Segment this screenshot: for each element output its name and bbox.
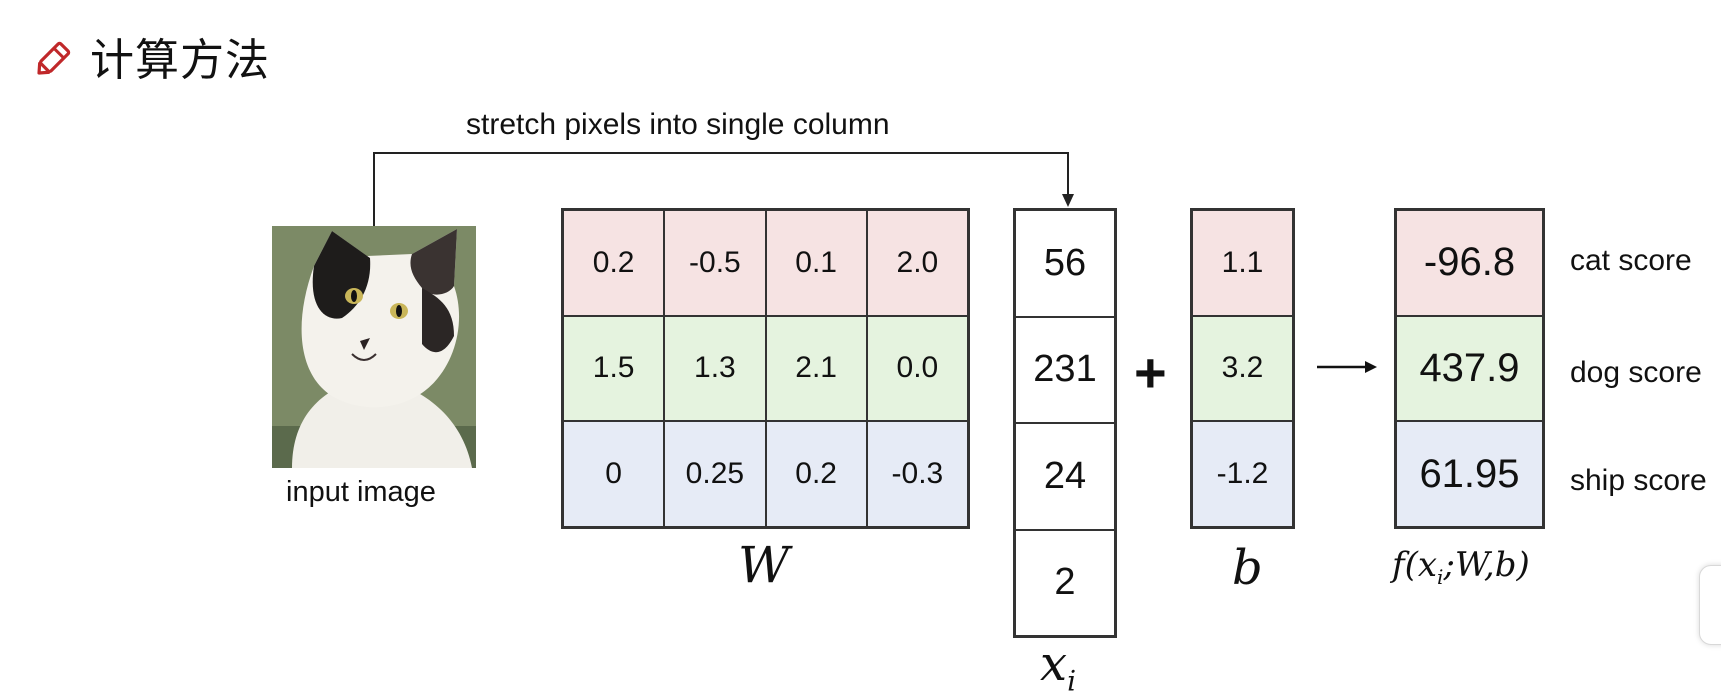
f-label: f(xi;W,b) bbox=[1392, 545, 1530, 589]
x-cell: 2 bbox=[1015, 529, 1115, 636]
input-vector: 56 231 24 2 bbox=[1013, 208, 1117, 638]
f-cell: -96.8 bbox=[1396, 210, 1543, 316]
f-cell: 437.9 bbox=[1396, 315, 1543, 422]
arrow-right-icon bbox=[1317, 361, 1377, 373]
w-cell: 0.2 bbox=[563, 210, 665, 316]
w-cell: 0.1 bbox=[765, 210, 867, 316]
x-label: xi bbox=[1040, 636, 1077, 698]
w-cell: 0.0 bbox=[866, 315, 968, 422]
f-cell: 61.95 bbox=[1396, 421, 1543, 527]
x-cell: 231 bbox=[1015, 316, 1115, 423]
x-cell: 56 bbox=[1015, 210, 1115, 317]
side-widget[interactable] bbox=[1699, 565, 1721, 645]
score-vector: -96.8 437.9 61.95 bbox=[1394, 208, 1545, 529]
x-cell: 24 bbox=[1015, 423, 1115, 530]
w-cell: 0.2 bbox=[765, 421, 867, 527]
w-cell: 2.0 bbox=[866, 210, 968, 316]
w-cell: -0.3 bbox=[866, 421, 968, 527]
score-label-ship: ship score bbox=[1570, 464, 1707, 497]
cat-image bbox=[272, 226, 476, 468]
plus-sign: + bbox=[1134, 341, 1167, 404]
score-label-cat: cat score bbox=[1570, 244, 1692, 277]
w-label: W bbox=[738, 536, 790, 594]
w-cell: 0.25 bbox=[664, 421, 766, 527]
w-cell: 1.3 bbox=[664, 315, 766, 422]
w-cell: 0 bbox=[563, 421, 665, 527]
b-label: b bbox=[1232, 540, 1263, 596]
w-cell: 1.5 bbox=[563, 315, 665, 422]
input-image-label: input image bbox=[286, 476, 436, 508]
w-cell: 2.1 bbox=[765, 315, 867, 422]
b-cell: -1.2 bbox=[1192, 421, 1293, 527]
b-cell: 3.2 bbox=[1192, 315, 1293, 422]
bias-vector: 1.1 3.2 -1.2 bbox=[1190, 208, 1295, 529]
weight-matrix: 0.2 -0.5 0.1 2.0 1.5 1.3 2.1 0.0 0 0.25 … bbox=[561, 208, 970, 529]
score-label-dog: dog score bbox=[1570, 356, 1702, 389]
stretch-label: stretch pixels into single column bbox=[466, 108, 890, 141]
w-cell: -0.5 bbox=[664, 210, 766, 316]
b-cell: 1.1 bbox=[1192, 210, 1293, 316]
page-header: 计算方法 bbox=[32, 28, 270, 86]
pencil-icon bbox=[37, 41, 71, 75]
page-title: 计算方法 bbox=[90, 35, 270, 86]
